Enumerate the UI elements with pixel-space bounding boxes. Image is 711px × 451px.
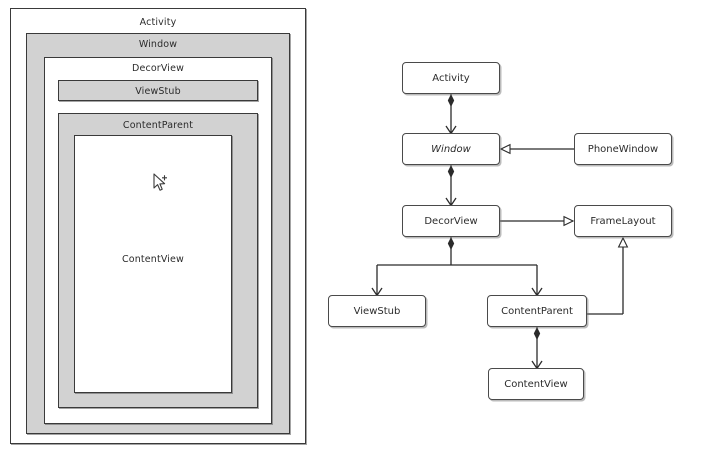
uml-node-viewstub-label: ViewStub — [353, 305, 401, 317]
edge-decorview-children — [371, 237, 543, 297]
uml-node-decorview-label: DecorView — [424, 215, 478, 227]
edge-activity-window — [445, 94, 457, 135]
nested-box-contentparent-label: ContentParent — [122, 120, 194, 131]
uml-node-contentparent[interactable]: ContentParent — [487, 295, 587, 327]
uml-node-activity[interactable]: Activity — [402, 62, 500, 94]
uml-node-framelayout-label: FrameLayout — [590, 215, 656, 227]
uml-node-viewstub[interactable]: ViewStub — [328, 295, 426, 327]
nested-box-viewstub: ViewStub — [58, 80, 258, 101]
nested-box-activity-label: Activity — [139, 17, 177, 28]
uml-node-framelayout[interactable]: FrameLayout — [574, 205, 672, 237]
edge-contentparent-framelayout — [587, 236, 629, 315]
uml-node-activity-label: Activity — [432, 72, 470, 84]
uml-node-decorview[interactable]: DecorView — [402, 205, 500, 237]
uml-node-contentview-label: ContentView — [504, 378, 568, 390]
nested-box-contentview-label: ContentView — [122, 254, 184, 265]
nested-box-decorview-label: DecorView — [132, 63, 184, 74]
nested-box-contentview: ContentView — [74, 135, 232, 393]
uml-node-contentparent-label: ContentParent — [501, 305, 573, 317]
nested-box-illustration: Activity Window DecorView ViewStub Conte… — [0, 0, 320, 451]
edge-contentparent-contentview — [531, 327, 543, 370]
edge-window-decorview — [445, 165, 457, 207]
nested-box-viewstub-label: ViewStub — [135, 86, 181, 97]
uml-node-window[interactable]: Window — [402, 133, 500, 165]
uml-node-phonewindow[interactable]: PhoneWindow — [574, 133, 672, 165]
uml-node-phonewindow-label: PhoneWindow — [587, 143, 659, 155]
uml-node-window-label: Window — [431, 143, 471, 155]
uml-class-diagram: Activity Window PhoneWindow DecorView Fr… — [320, 0, 711, 451]
nested-box-window-label: Window — [138, 39, 178, 50]
uml-node-contentview[interactable]: ContentView — [488, 368, 584, 400]
uml-edges — [371, 94, 629, 370]
